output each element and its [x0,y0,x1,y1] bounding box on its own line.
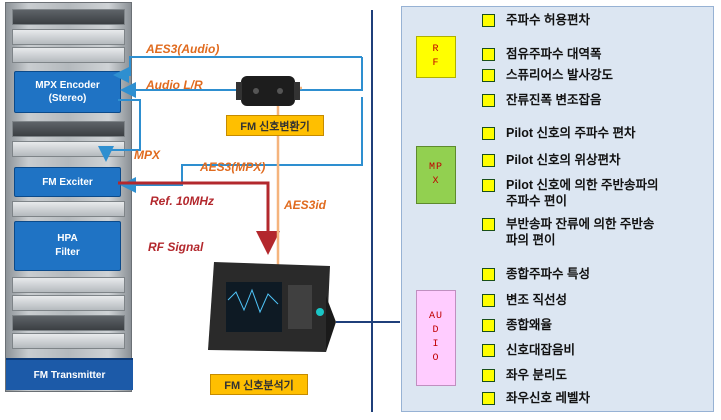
rack-unit [12,121,125,137]
audio-item-2: 변조 직선성 [506,293,567,307]
audio-item-3: 종합왜율 [506,318,553,332]
signal-analyzer-label: FM 신호분석기 [210,374,308,395]
item-bullet [482,268,495,281]
mpx-item-1: Pilot 신호의 주파수 편차 [506,126,636,140]
rack-unit [12,295,125,311]
item-bullet [482,14,495,27]
rack-unit [12,201,125,217]
signal-converter-device [236,76,300,106]
audio-item-4: 신호대잡음비 [506,343,576,357]
rf-item-2: 점유주파수 대역폭 [506,47,602,61]
category-mpx: MP X [416,146,456,204]
signal-analyzer-device [208,262,336,352]
ref-10mhz-label: Ref. 10MHz [150,194,215,208]
mpx-label: MPX [134,148,161,162]
mpx-encoder-module: MPX Encoder (Stereo) [14,71,121,113]
item-bullet [482,344,495,357]
item-bullet [482,127,495,140]
item-bullet [482,94,495,107]
rf-item-3: 스퓨리어스 발사강도 [506,68,613,82]
rf-item-1: 주파수 허용편차 [506,13,590,27]
rack-unit [12,47,125,63]
mpx-item-3: Pilot 신호에 의한 주반송파의 주파수 편이 [506,178,659,208]
item-bullet [482,154,495,167]
aes3-mpx-line [120,97,363,193]
fm-transmitter-label: FM Transmitter [6,358,133,390]
mpx-line [98,99,141,162]
rack-unit [12,9,125,25]
mpx-item-2: Pilot 신호의 위상편차 [506,153,621,167]
ref-rf-line [118,181,280,255]
rf-signal-label: RF Signal [148,240,204,254]
rack-unit [12,29,125,45]
item-bullet [482,369,495,382]
rf-item-4: 잔류진폭 변조잡음 [506,93,602,107]
category-rf: R F [416,36,456,78]
item-bullet [482,48,495,61]
item-bullet [482,392,495,405]
item-bullet [482,179,495,192]
rack-unit [12,333,125,349]
signal-converter-label: FM 신호변환기 [226,115,324,136]
aes3id-label: AES3id [284,198,327,212]
audio-item-6: 좌우신호 레벨차 [506,391,590,405]
hpa-filter-module: HPA Filter [14,221,121,271]
fm-transmitter-rack: MPX Encoder (Stereo) FM Exciter HPA Filt… [5,2,133,392]
fm-exciter-module: FM Exciter [14,167,121,197]
aes3-mpx-label: AES3(MPX) [200,160,266,174]
mpx-item-4: 부반송파 잔류에 의한 주반송 파의 편이 [506,217,655,247]
aes3-audio-line [113,56,362,83]
item-bullet [482,319,495,332]
converter-link-line [294,57,363,91]
aes3-audio-label: AES3(Audio) [146,42,220,56]
audio-lr-label: Audio L/R [146,78,203,92]
category-audio: AU D I O [416,290,456,386]
rack-unit [12,315,125,331]
audio-item-5: 좌우 분리도 [506,368,567,382]
item-bullet [482,69,495,82]
item-bullet [482,294,495,307]
rack-unit [12,277,125,293]
audio-item-1: 종합주파수 특성 [506,267,590,281]
item-bullet [482,218,495,231]
